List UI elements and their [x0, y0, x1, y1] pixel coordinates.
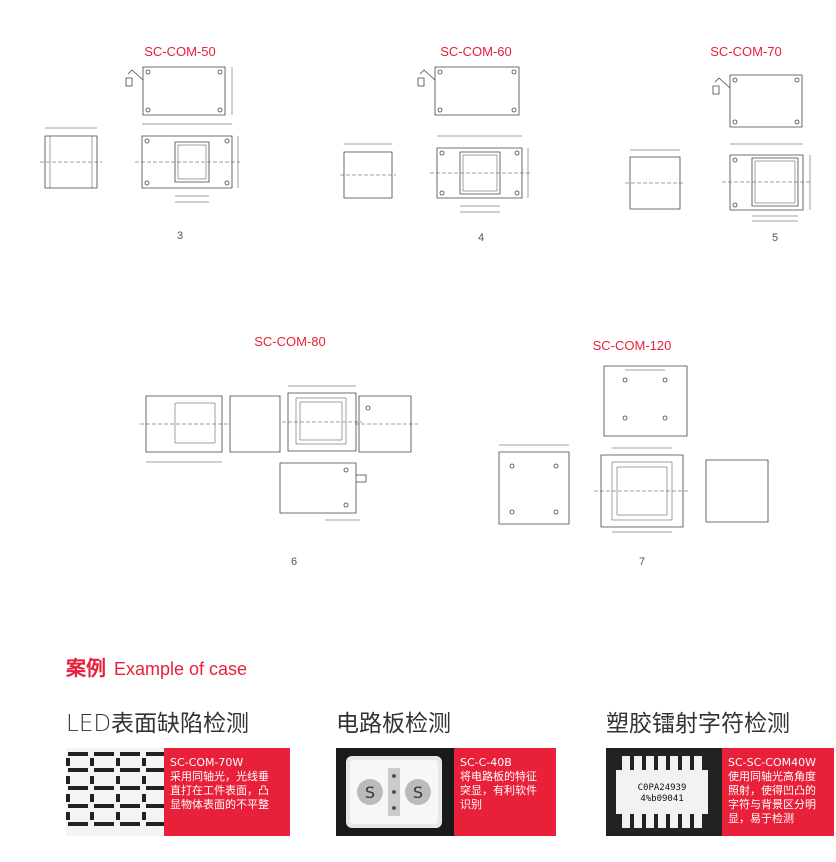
case-title-led: LED表面缺陷检测 [66, 711, 250, 737]
case-section-heading: 案例 Example of case [66, 652, 247, 681]
pcb-sample-photo: S S [336, 748, 454, 836]
model-title: SC-COM-80 [254, 334, 326, 349]
case-desc-line: 识别 [460, 798, 482, 811]
case-card-led: SC-COM-70W 采用同轴光，光线垂 直打在工件表面，凸 显物体表面的不平整 [66, 748, 290, 836]
technical-drawing-50 [0, 0, 836, 620]
case-title-pcb: 电路板检测 [336, 711, 451, 737]
case-card-pcb: S S SC-C-40B 将电路板的特征 突显，有利软件 识别 [336, 748, 556, 836]
chip-sample-photo: C0PA24939 4%b09041 [606, 748, 722, 836]
pcb-image: S S [346, 756, 442, 828]
model-title: SC-COM-50 [144, 44, 216, 59]
case-model: SC-COM-70W [170, 756, 244, 769]
technical-drawing-80 [0, 0, 836, 620]
svg-text:S: S [365, 783, 375, 802]
model-title: SC-COM-60 [440, 44, 512, 59]
figure-number: 4 [477, 232, 485, 244]
technical-drawing-70 [0, 0, 836, 620]
technical-drawing-120 [0, 0, 836, 620]
technical-drawing-60 [0, 0, 836, 620]
figure-number: 5 [771, 232, 779, 244]
case-model: SC-SC-COM40W [728, 756, 816, 769]
case-desc-line: 照射，使得凹凸的 [728, 784, 816, 797]
case-desc-line: 将电路板的特征 [460, 770, 537, 783]
led-grid-image [66, 752, 164, 826]
model-title: SC-COM-120 [592, 338, 672, 353]
case-desc-line: 显，易于检测 [728, 812, 794, 825]
case-desc-line: 显物体表面的不平整 [170, 798, 269, 811]
case-heading-en: Example of case [114, 659, 248, 679]
figure-number: 7 [638, 556, 646, 568]
case-desc-pcb: SC-C-40B 将电路板的特征 突显，有利软件 识别 [454, 748, 556, 836]
led-sample-photo [66, 748, 164, 836]
case-desc-line: 直打在工件表面，凸 [170, 784, 269, 797]
model-title: SC-COM-70 [710, 44, 782, 59]
figure-number: 3 [176, 230, 184, 242]
chip-image: C0PA24939 4%b09041 [616, 756, 708, 828]
svg-text:S: S [413, 783, 423, 802]
chip-code-line2: 4%b09041 [640, 794, 683, 804]
case-desc-line: 突显，有利软件 [460, 784, 537, 797]
case-desc-line: 字符与背景区分明 [728, 798, 816, 811]
case-desc-led: SC-COM-70W 采用同轴光，光线垂 直打在工件表面，凸 显物体表面的不平整 [164, 748, 290, 836]
case-model: SC-C-40B [460, 756, 512, 769]
case-desc-line: 采用同轴光，光线垂 [170, 770, 269, 783]
case-desc-laser: SC-SC-COM40W 使用同轴光高角度 照射，使得凹凸的 字符与背景区分明 … [722, 748, 834, 836]
case-title-laser: 塑胶镭射字符检测 [606, 711, 790, 737]
chip-code-line1: C0PA24939 [638, 783, 687, 793]
figure-number: 6 [290, 556, 298, 568]
case-desc-line: 使用同轴光高角度 [728, 770, 816, 783]
case-heading-cn: 案例 [66, 656, 106, 680]
case-card-laser: C0PA24939 4%b09041 SC-SC-COM40W 使用同轴光高角度… [606, 748, 834, 836]
